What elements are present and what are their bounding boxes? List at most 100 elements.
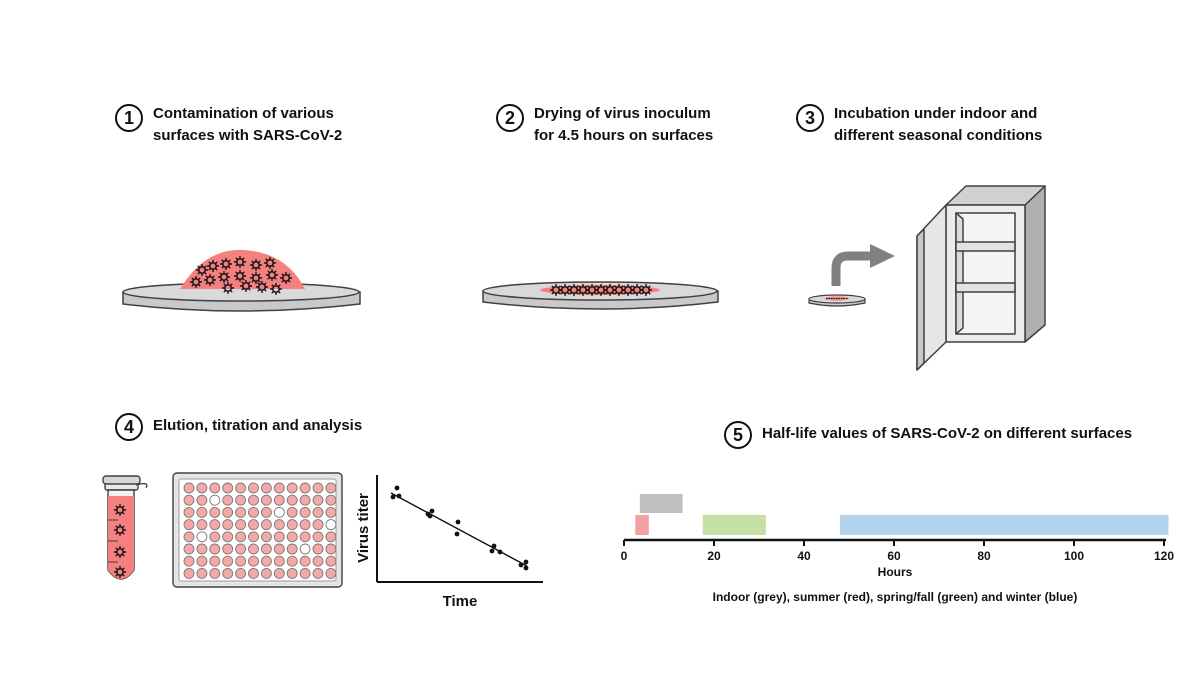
dish-with-dried-inoculum xyxy=(482,281,719,310)
plate-well xyxy=(248,506,259,518)
step-title: Contamination of various surfaces with S… xyxy=(153,105,343,144)
x-tick-label: 100 xyxy=(1064,549,1084,563)
plate-well xyxy=(286,494,298,506)
plate-well xyxy=(209,506,221,518)
plate-well xyxy=(273,543,285,555)
small-dish xyxy=(808,294,866,307)
titer-xlabel: Time xyxy=(443,593,478,610)
plate-well xyxy=(183,567,195,579)
plate-well xyxy=(273,531,285,543)
plate-well xyxy=(183,531,195,543)
plate-well xyxy=(260,555,272,567)
step-1: 1 Contamination of various surfaces with… xyxy=(115,103,342,147)
halflife-bar-winter xyxy=(840,515,1169,535)
plate-well xyxy=(325,567,337,579)
plate-well xyxy=(299,543,311,555)
plate-well xyxy=(235,543,247,555)
plate-well xyxy=(196,482,208,494)
x-tick-label: 60 xyxy=(887,549,901,563)
plate-well xyxy=(209,555,221,567)
plate-well xyxy=(209,567,221,579)
plate-well xyxy=(209,494,221,506)
plate-well xyxy=(286,567,298,579)
transfer-arrow-icon xyxy=(831,244,895,286)
plate-well xyxy=(235,531,247,543)
step-number: 1 xyxy=(115,104,143,132)
plate-well xyxy=(248,543,259,555)
plate-well xyxy=(312,531,324,543)
plate-well xyxy=(235,519,247,531)
plate-well xyxy=(312,519,324,531)
plate-well xyxy=(273,506,285,518)
plate-well xyxy=(222,531,234,543)
plate-well xyxy=(248,519,259,531)
plate-well xyxy=(209,482,221,494)
step-title: Incubation under indoor and different se… xyxy=(834,105,1043,144)
step-5: 5 Half-life values of SARS-CoV-2 on diff… xyxy=(724,420,1132,449)
plate-well xyxy=(325,543,337,555)
plate-well xyxy=(183,482,195,494)
plate-well xyxy=(325,555,337,567)
plate-well xyxy=(260,494,272,506)
plate-well xyxy=(260,543,272,555)
x-tick-label: 80 xyxy=(977,549,991,563)
plate-well xyxy=(222,506,234,518)
step-number: 4 xyxy=(115,413,143,441)
plate-well xyxy=(299,555,311,567)
plate-well xyxy=(248,494,259,506)
plate-well xyxy=(325,494,337,506)
plate-well xyxy=(273,567,285,579)
step-number: 2 xyxy=(496,104,524,132)
step-title: Half-life values of SARS-CoV-2 on differ… xyxy=(762,425,1133,442)
halflife-bar-indoor xyxy=(639,494,683,513)
halflife-bar-summer xyxy=(635,515,649,535)
x-tick-label: 120 xyxy=(1154,549,1174,563)
plate-well xyxy=(248,555,259,567)
x-tick-label: 40 xyxy=(797,549,811,563)
plate-well xyxy=(235,567,247,579)
chart-caption: Indoor (grey), summer (red), spring/fall… xyxy=(713,590,1078,604)
plate-well xyxy=(260,482,272,494)
plate-well xyxy=(183,506,195,518)
plate-well xyxy=(183,543,195,555)
plate-well xyxy=(312,482,324,494)
plate-well xyxy=(299,567,311,579)
plate-well xyxy=(273,494,285,506)
plate-well xyxy=(286,506,298,518)
plate-well xyxy=(312,506,324,518)
plate-well xyxy=(299,531,311,543)
plate-well xyxy=(222,543,234,555)
sample-tube xyxy=(102,475,148,580)
plate-well xyxy=(260,519,272,531)
plate-well xyxy=(209,531,221,543)
step-title: Elution, titration and analysis xyxy=(153,417,363,434)
plate-well xyxy=(248,531,259,543)
plate-well xyxy=(312,494,324,506)
plate-well xyxy=(325,531,337,543)
step-number: 5 xyxy=(724,421,752,449)
plate-well xyxy=(273,519,285,531)
plate-well xyxy=(312,567,324,579)
plate-well xyxy=(235,506,247,518)
plate-well xyxy=(196,519,208,531)
plate-well xyxy=(222,494,234,506)
plate-well xyxy=(248,482,259,494)
plate-well xyxy=(325,519,337,531)
plate-well xyxy=(260,506,272,518)
plate-well xyxy=(312,543,324,555)
plate-well xyxy=(299,494,311,506)
step-title: Drying of virus inoculum for 4.5 hours o… xyxy=(534,105,714,144)
plate-well xyxy=(209,543,221,555)
plate-well xyxy=(183,519,195,531)
plate-well xyxy=(183,555,195,567)
step-2: 2 Drying of virus inoculum for 4.5 hours… xyxy=(496,103,713,147)
plate-well xyxy=(196,567,208,579)
plate-well xyxy=(260,567,272,579)
titer-plot: Virus titer Time xyxy=(355,475,543,610)
plate-well xyxy=(196,506,208,518)
step-3: 3 Incubation under indoor and different … xyxy=(796,103,1042,147)
titer-ylabel: Virus titer xyxy=(355,493,372,563)
plate-well xyxy=(248,567,259,579)
dish-with-droplet xyxy=(122,249,361,312)
